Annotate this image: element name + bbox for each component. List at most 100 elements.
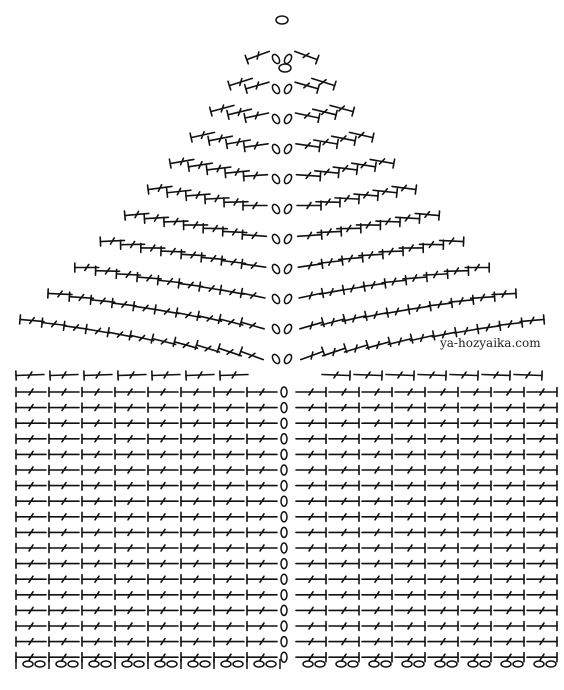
dc-stitch [213, 449, 245, 460]
dc-stitch [213, 480, 245, 491]
dc-stitch [394, 651, 426, 663]
top-chain [278, 63, 292, 73]
dc-stitch [81, 464, 113, 476]
yoke-dc-stitch [196, 310, 223, 322]
yoke-dc-stitch [321, 343, 348, 357]
yoke-dc-stitch [242, 171, 269, 182]
yoke-dc-stitch [298, 287, 325, 300]
dc-stitch [147, 433, 179, 445]
center-chain [271, 113, 281, 125]
dc-stitch [15, 636, 47, 647]
yoke-dc-stitch [299, 317, 325, 330]
dc-stitch [526, 558, 558, 569]
dc-stitch [526, 386, 558, 398]
dc-stitch [180, 402, 212, 413]
dc-stitch [81, 573, 113, 585]
yoke-dc-stitch [123, 210, 150, 221]
dc-stitch [213, 464, 245, 476]
center-chain-stitch [280, 557, 288, 570]
dc-stitch [246, 386, 278, 398]
yoke-dc-stitch [491, 288, 517, 299]
center-chain-stitch [280, 386, 288, 398]
center-chain [271, 233, 281, 245]
dc-stitch [114, 542, 146, 554]
dc-stitch [180, 542, 212, 554]
dc-stitch [526, 542, 558, 554]
dc-stitch [213, 573, 245, 585]
dc-stitch [295, 511, 327, 523]
dc-stitch [81, 605, 113, 616]
dc-stitch [213, 527, 245, 538]
dc-stitch [328, 480, 360, 491]
center-chain [283, 173, 293, 185]
dc-stitch [361, 620, 393, 632]
dc-stitch [394, 433, 426, 445]
center-chain [271, 203, 281, 215]
dc-stitch [493, 542, 525, 554]
dc-stitch [114, 402, 146, 413]
dc-stitch [213, 620, 245, 632]
dc-stitch [427, 495, 459, 507]
dc-stitch [15, 417, 47, 429]
dc-stitch [15, 527, 47, 538]
yoke-dc-stitch [227, 77, 254, 91]
edge-dc-stitch [185, 370, 215, 381]
center-chain [283, 83, 293, 95]
dc-stitch [328, 636, 360, 647]
dc-stitch [114, 464, 146, 476]
dc-stitch [460, 511, 492, 523]
dc-stitch [180, 464, 212, 476]
dc-stitch [81, 558, 113, 569]
yoke-dc-stitch [168, 157, 195, 169]
dc-stitch [213, 605, 245, 616]
dc-stitch [147, 495, 179, 507]
foundation-chain [512, 660, 524, 668]
yoke-dc-stitch [187, 160, 214, 173]
dc-stitch [246, 651, 278, 663]
dc-stitch [147, 511, 179, 523]
yoke-dc-stitch [165, 187, 192, 199]
dc-stitch [328, 511, 360, 523]
dc-stitch [493, 573, 525, 585]
dc-stitch [526, 636, 558, 647]
yoke-dc-stitch [314, 167, 340, 179]
dc-stitch [213, 636, 245, 647]
center-chain [271, 53, 281, 65]
yoke-dc-stitch [200, 252, 227, 263]
dc-stitch [246, 527, 278, 538]
dc-stitch [246, 620, 278, 632]
dc-stitch [48, 542, 80, 554]
yoke-dc-stitch [205, 164, 232, 176]
yoke-dc-stitch [189, 130, 216, 143]
dc-stitch [81, 417, 113, 429]
dc-stitch [493, 620, 525, 632]
foundation-chain [467, 660, 479, 668]
dc-stitch [493, 605, 525, 616]
dc-stitch [180, 589, 212, 601]
center-chain [271, 173, 281, 185]
dc-stitch [427, 433, 459, 445]
yoke-dc-stitch [172, 336, 199, 350]
foundation-chain [166, 660, 178, 668]
yoke-dc-stitch [156, 274, 183, 286]
dc-stitch [526, 605, 558, 616]
dc-stitch [295, 636, 327, 647]
yoke-dc-stitch [438, 236, 465, 247]
yoke-dc-stitch [18, 314, 45, 325]
dc-stitch [493, 636, 525, 647]
dc-stitch [114, 417, 146, 429]
dc-stitch [427, 651, 459, 663]
center-chain-stitch [280, 464, 288, 476]
dc-stitch [493, 449, 525, 460]
dc-stitch [361, 589, 393, 601]
dc-stitch [180, 558, 212, 569]
dc-stitch [460, 605, 492, 616]
yoke-dc-stitch [226, 107, 253, 120]
yoke-dc-stitch [360, 278, 387, 290]
yoke-dc-stitch [343, 339, 370, 353]
dc-stitch [328, 417, 360, 429]
dc-stitch [48, 558, 80, 569]
dc-stitch [147, 386, 179, 398]
dc-stitch [48, 620, 80, 632]
yoke-dc-stitch [294, 81, 321, 94]
